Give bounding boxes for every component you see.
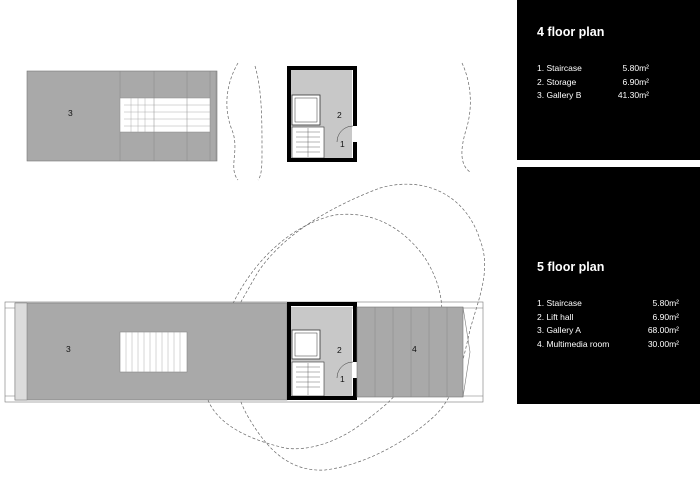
floor5-gallery-tag: 3 [66, 344, 71, 354]
floor4-staircase-tag: 1 [340, 139, 345, 149]
floor4-title: 4 floor plan [537, 25, 605, 39]
floor4-plan: 3 2 1 [26, 62, 471, 181]
floor4-terrain [226, 62, 471, 181]
floor4-core: 2 1 [287, 66, 357, 162]
floor5-plan: 3 2 1 [4, 183, 485, 471]
floor4-gallery-tag: 3 [68, 108, 73, 118]
floor5-staircase-tag: 1 [340, 374, 345, 384]
floor5-multimedia-room: 4 [356, 306, 471, 398]
floor5-title: 5 floor plan [537, 260, 605, 274]
floor5-lifthall-tag: 2 [337, 345, 342, 355]
floor5-core: 2 1 [287, 302, 357, 400]
floor5-multimedia-tag: 4 [412, 344, 417, 354]
floor5-gallery-a: 3 [14, 302, 288, 401]
floor4-gallery-b: 3 [26, 70, 218, 162]
floor4-storage-tag: 2 [337, 110, 342, 120]
